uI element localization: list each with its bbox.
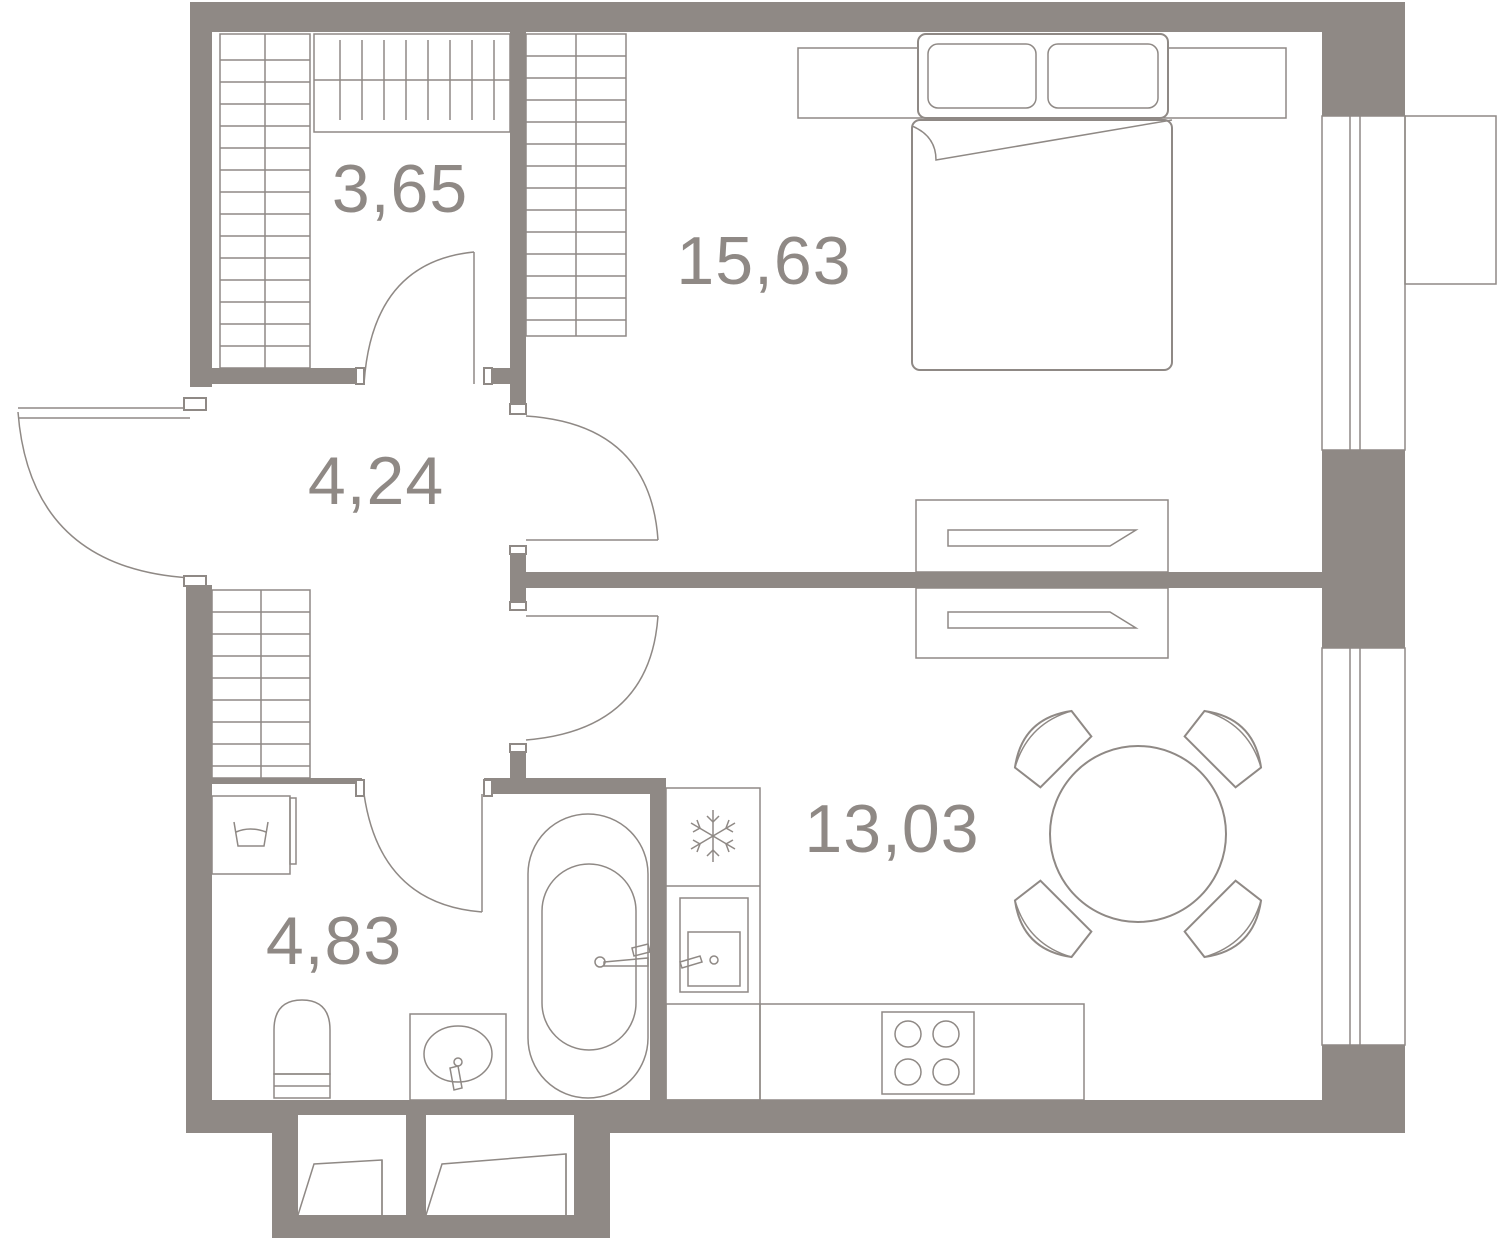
- hall-wardrobe: [211, 589, 311, 779]
- bathtub-icon: [527, 813, 651, 1099]
- area-kitchen-living: 13,03: [804, 791, 979, 867]
- room-labels: 3,65 15,63 4,24 13,03 4,83: [266, 151, 979, 979]
- window-icon: [1321, 115, 1497, 1046]
- bed-icon: [797, 33, 1287, 371]
- kitchen-counter: [665, 787, 1085, 1101]
- chair-icon: [1013, 879, 1093, 959]
- area-hallway: 4,24: [308, 443, 444, 519]
- inner-walls: [212, 32, 1322, 1100]
- closet-wardrobe-left: [219, 33, 311, 369]
- area-bedroom: 15,63: [676, 223, 851, 299]
- area-closet: 3,65: [332, 151, 468, 227]
- table-chairs-icon: [1013, 709, 1263, 959]
- sink-icon: [679, 897, 749, 993]
- stove-icon: [881, 1011, 975, 1095]
- bedroom-wardrobe: [525, 33, 627, 337]
- chair-icon: [1013, 709, 1093, 789]
- balcony-cabinets: [297, 1153, 567, 1216]
- closet-wardrobe-top: [313, 33, 511, 133]
- toilet-icon: [273, 999, 331, 1099]
- chair-icon: [1183, 879, 1263, 959]
- outer-walls: [186, 2, 1405, 1238]
- tv-unit: [915, 499, 1169, 659]
- chair-icon: [1183, 709, 1263, 789]
- bathroom-sink-icon: [409, 1013, 507, 1101]
- area-bathroom: 4,83: [266, 903, 402, 979]
- fridge-snowflake-icon: [690, 810, 736, 862]
- door-icon: [17, 251, 659, 913]
- washing-machine-icon: [211, 795, 297, 875]
